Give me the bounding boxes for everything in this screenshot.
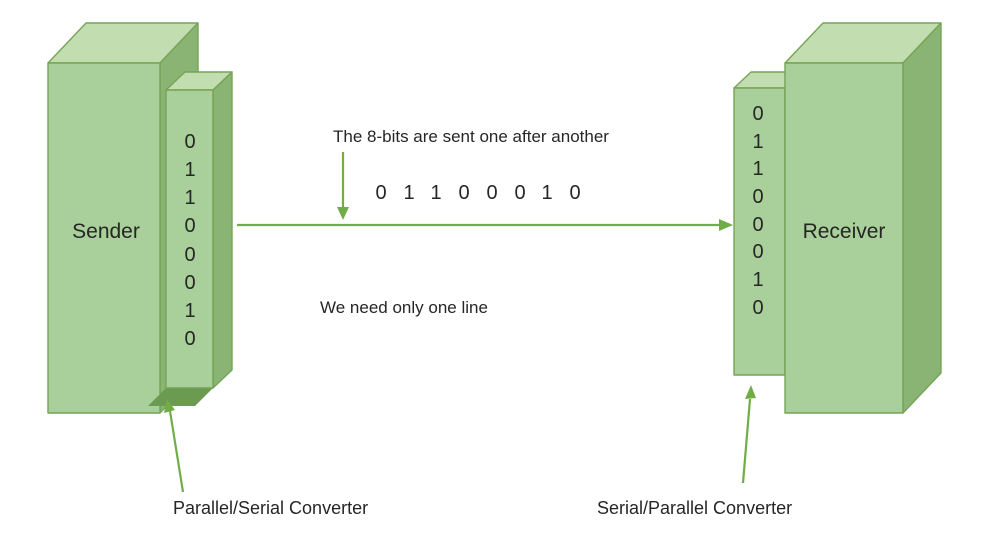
sender-box-front-face bbox=[47, 62, 161, 414]
caption-arrow bbox=[337, 152, 349, 220]
sender-converter-side-face bbox=[212, 71, 233, 389]
serial-bit: 0 bbox=[514, 182, 525, 204]
transmission-line-arrowhead bbox=[719, 219, 733, 231]
sender-bit: 1 bbox=[184, 300, 195, 322]
sender-bit: 1 bbox=[184, 187, 195, 209]
sender-label: Sender bbox=[72, 220, 140, 243]
sender-bit: 0 bbox=[184, 131, 195, 153]
left-converter-arrowhead bbox=[164, 399, 175, 413]
right-converter-arrow-shaft bbox=[741, 398, 752, 484]
left-converter-label: Parallel/Serial Converter bbox=[173, 498, 368, 518]
receiver-bit: 1 bbox=[752, 158, 763, 180]
serial-bit: 0 bbox=[375, 182, 386, 204]
receiver-box-front-face bbox=[784, 62, 904, 414]
right-converter-arrowhead bbox=[745, 385, 756, 399]
receiver-label: Receiver bbox=[803, 220, 886, 243]
serial-bits: 0 1 1 0 0 0 1 0 bbox=[375, 182, 580, 204]
caption-top: The 8-bits are sent one after another bbox=[333, 127, 609, 146]
serial-bit: 1 bbox=[430, 182, 441, 204]
serial-bit: 0 bbox=[458, 182, 469, 204]
receiver-bit: 0 bbox=[752, 214, 763, 236]
sender-converter-front-face bbox=[165, 89, 214, 389]
left-converter-callout: Parallel/Serial Converter bbox=[164, 399, 368, 518]
sender-bit: 1 bbox=[184, 159, 195, 181]
receiver-bit: 0 bbox=[752, 103, 763, 125]
sender-converter-bottom-face bbox=[148, 388, 213, 406]
caption-arrow-arrowhead bbox=[337, 207, 349, 220]
sender-bit: 0 bbox=[184, 328, 195, 350]
serial-bit: 0 bbox=[486, 182, 497, 204]
receiver-bit: 0 bbox=[752, 186, 763, 208]
receiver-bit: 1 bbox=[752, 131, 763, 153]
sender-bit: 0 bbox=[184, 244, 195, 266]
receiver-bit: 0 bbox=[752, 297, 763, 319]
transmission-line bbox=[237, 219, 733, 231]
sender-bit: 0 bbox=[184, 272, 195, 294]
sender-converter-box: 0 1 1 0 0 0 1 0 bbox=[148, 71, 233, 406]
serial-bit: 0 bbox=[569, 182, 580, 204]
left-converter-arrow-shaft bbox=[168, 410, 185, 493]
receiver-bit: 0 bbox=[752, 241, 763, 263]
caption-bottom: We need only one line bbox=[320, 298, 488, 317]
sender-bit: 0 bbox=[184, 215, 195, 237]
serial-bit: 1 bbox=[541, 182, 552, 204]
receiver-converter-front-face bbox=[733, 87, 786, 376]
receiver-box-side-face bbox=[902, 22, 942, 414]
receiver-converter-bits: 0 1 1 0 0 0 1 0 bbox=[752, 103, 763, 319]
serial-bit: 1 bbox=[403, 182, 414, 204]
sender-converter-bits: 0 1 1 0 0 0 1 0 bbox=[184, 131, 195, 350]
receiver-bit: 1 bbox=[752, 269, 763, 291]
receiver-box: Receiver bbox=[784, 22, 942, 414]
right-converter-label: Serial/Parallel Converter bbox=[597, 498, 792, 518]
right-converter-callout: Serial/Parallel Converter bbox=[597, 385, 792, 518]
